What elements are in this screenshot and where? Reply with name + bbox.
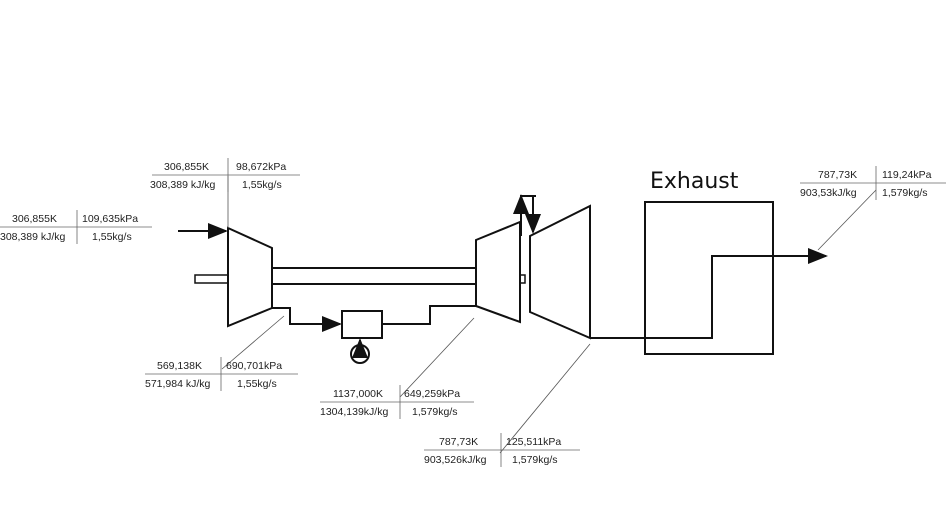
state-compressor-inlet-upper: 306,855K 98,672kPa 308,389 kJ/kg 1,55kg/… [150, 158, 300, 192]
svg-text:98,672kPa: 98,672kPa [236, 161, 286, 173]
turbine-to-exhaust-pipe [590, 248, 828, 339]
svg-text:1,579kg/s: 1,579kg/s [412, 406, 458, 418]
svg-text:1304,139kJ/kg: 1304,139kJ/kg [320, 406, 388, 418]
svg-text:308,389 kJ/kg: 308,389 kJ/kg [150, 179, 216, 191]
svg-text:1,579kg/s: 1,579kg/s [512, 454, 558, 466]
svg-text:569,138K: 569,138K [157, 360, 202, 372]
combustor [341, 310, 383, 339]
svg-text:119,24kPa: 119,24kPa [882, 169, 932, 181]
svg-text:1137,000K: 1137,000K [333, 388, 383, 400]
state-compressor-outlet: 569,138K 690,701kPa 571,984 kJ/kg 1,55kg… [145, 357, 298, 391]
compressor [227, 226, 273, 328]
svg-text:306,855K: 306,855K [12, 213, 57, 225]
shaft [194, 267, 526, 285]
svg-text:1,55kg/s: 1,55kg/s [237, 378, 277, 390]
svg-text:1,55kg/s: 1,55kg/s [92, 231, 132, 243]
compressor-to-combustor-pipe [272, 307, 342, 332]
svg-text:109,635kPa: 109,635kPa [82, 213, 138, 225]
interturbine-bypass [513, 194, 541, 236]
state-ambient-inlet: 306,855K 109,635kPa 308,389 kJ/kg 1,55kg… [0, 210, 152, 244]
svg-text:787,73K: 787,73K [818, 169, 857, 181]
power-turbine [529, 204, 591, 340]
svg-text:649,259kPa: 649,259kPa [404, 388, 460, 400]
state-turbine-outlet: 787,73K 125,511kPa 903,526kJ/kg 1,579kg/… [424, 433, 580, 467]
svg-text:125,511kPa: 125,511kPa [506, 436, 561, 448]
svg-text:1,55kg/s: 1,55kg/s [242, 179, 282, 191]
combustor-to-turbine-pipe [382, 305, 476, 325]
exhaust-label: Exhaust [650, 169, 739, 194]
svg-text:903,526kJ/kg: 903,526kJ/kg [424, 454, 487, 466]
state-exhaust-outlet: 787,73K 119,24kPa 903,53kJ/kg 1,579kg/s [800, 166, 946, 200]
svg-text:571,984 kJ/kg: 571,984 kJ/kg [145, 378, 211, 390]
svg-text:903,53kJ/kg: 903,53kJ/kg [800, 187, 857, 199]
svg-text:306,855K: 306,855K [164, 161, 209, 173]
state-tables: 306,855K 98,672kPa 308,389 kJ/kg 1,55kg/… [0, 158, 946, 467]
svg-text:690,701kPa: 690,701kPa [226, 360, 282, 372]
svg-text:787,73K: 787,73K [439, 436, 478, 448]
fuel-injection [350, 338, 370, 364]
state-turbine-inlet: 1137,000K 649,259kPa 1304,139kJ/kg 1,579… [320, 385, 474, 419]
svg-text:308,389 kJ/kg: 308,389 kJ/kg [0, 231, 66, 243]
turbine [475, 220, 521, 324]
svg-text:1,579kg/s: 1,579kg/s [882, 187, 928, 199]
exhaust-box [644, 201, 774, 355]
